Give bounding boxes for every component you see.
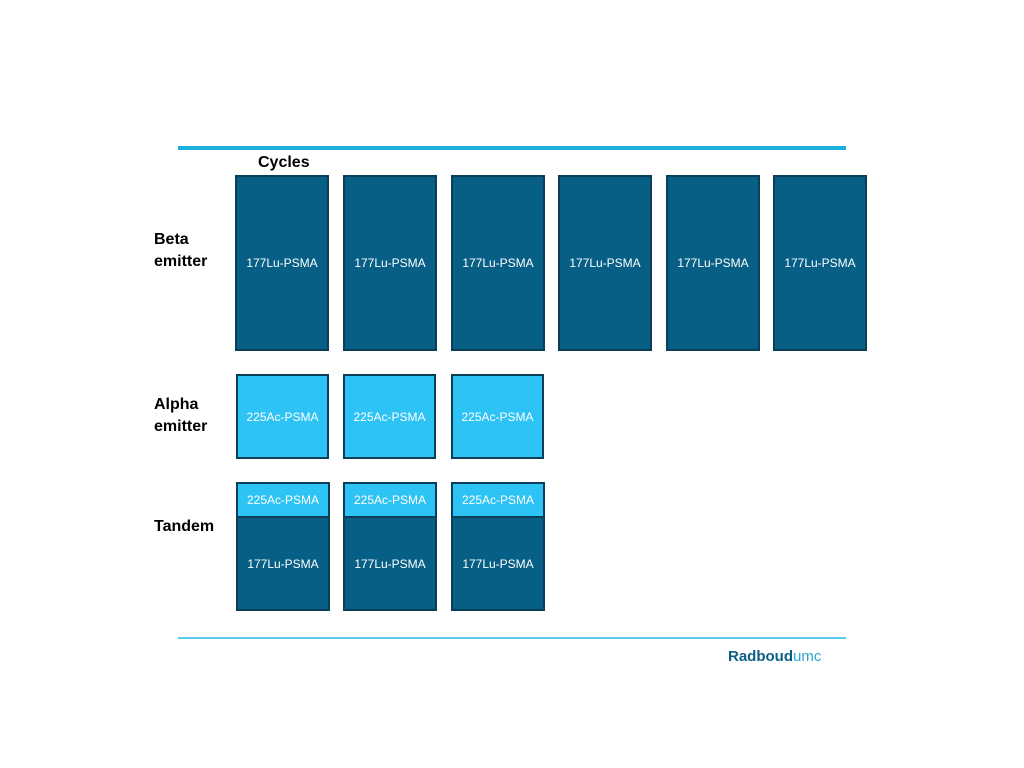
row-label-beta: Beta emitter — [154, 231, 208, 270]
alpha-cycle-3: 225Ac-PSMA — [451, 374, 544, 459]
tandem-beta-segment: 177Lu-PSMA — [453, 518, 543, 609]
alpha-cycle-1: 225Ac-PSMA — [236, 374, 329, 459]
logo-suffix-text: umc — [793, 648, 822, 665]
beta-cycle-label: 177Lu-PSMA — [569, 256, 641, 270]
tandem-beta-segment: 177Lu-PSMA — [345, 518, 435, 609]
tandem-alpha-segment: 225Ac-PSMA — [238, 484, 328, 518]
row-label-alpha: Alpha emitter — [154, 396, 208, 435]
beta-cycle-6: 177Lu-PSMA — [773, 175, 867, 351]
beta-cycle-label: 177Lu-PSMA — [677, 256, 749, 270]
bottom-divider — [178, 637, 846, 639]
tandem-cycle-2: 225Ac-PSMA 177Lu-PSMA — [343, 482, 437, 611]
tandem-cycle-3: 225Ac-PSMA 177Lu-PSMA — [451, 482, 545, 611]
beta-cycle-label: 177Lu-PSMA — [784, 256, 856, 270]
alpha-cycle-2: 225Ac-PSMA — [343, 374, 436, 459]
beta-cycle-5: 177Lu-PSMA — [666, 175, 760, 351]
beta-cycle-4: 177Lu-PSMA — [558, 175, 652, 351]
beta-cycle-label: 177Lu-PSMA — [246, 256, 318, 270]
tandem-beta-segment: 177Lu-PSMA — [238, 518, 328, 609]
beta-cycle-1: 177Lu-PSMA — [235, 175, 329, 351]
alpha-cycle-label: 225Ac-PSMA — [461, 409, 534, 424]
tandem-cycle-1: 225Ac-PSMA 177Lu-PSMA — [236, 482, 330, 611]
alpha-cycle-label: 225Ac-PSMA — [246, 409, 319, 424]
radboudumc-logo: Radboudumc — [728, 648, 821, 665]
beta-cycle-3: 177Lu-PSMA — [451, 175, 545, 351]
alpha-cycle-label: 225Ac-PSMA — [353, 409, 426, 424]
beta-cycle-label: 177Lu-PSMA — [354, 256, 426, 270]
cycles-header: Cycles — [258, 154, 310, 171]
row-label-tandem: Tandem — [154, 518, 215, 535]
beta-cycle-2: 177Lu-PSMA — [343, 175, 437, 351]
tandem-alpha-segment: 225Ac-PSMA — [453, 484, 543, 518]
beta-cycle-label: 177Lu-PSMA — [462, 256, 534, 270]
tandem-alpha-segment: 225Ac-PSMA — [345, 484, 435, 518]
top-divider — [178, 146, 846, 150]
logo-main-text: Radboud — [728, 648, 793, 665]
